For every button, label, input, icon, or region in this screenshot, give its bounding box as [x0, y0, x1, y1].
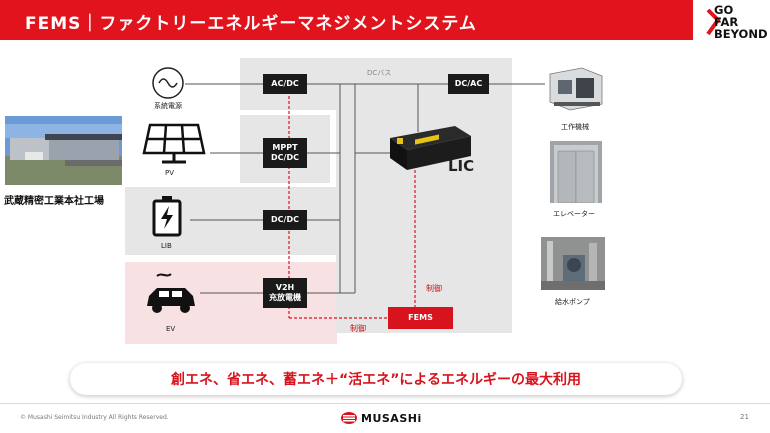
- control-label-vertical: 制御: [426, 284, 442, 293]
- logo-line-3: BEYOND: [714, 27, 768, 41]
- elevator-photo: [550, 141, 602, 203]
- go-far-beyond-logo: GO FAR BEYOND: [704, 3, 768, 44]
- header-bar: FEMS｜ファクトリーエネルギーマネジメントシステム: [0, 0, 693, 40]
- dc-bus-top-strip: [330, 58, 340, 110]
- dc-bus-area: [336, 58, 512, 333]
- converter-ac-dc: AC/DC: [263, 74, 307, 94]
- musashi-logo: MUSASHi: [340, 409, 422, 427]
- musashi-emblem-icon: [341, 412, 357, 424]
- page-number: 21: [740, 413, 749, 421]
- source-label-lib: LIB: [161, 242, 172, 250]
- footer-divider: [0, 403, 770, 404]
- solar-panel-icon: [142, 123, 206, 164]
- electric-car-icon: [147, 273, 195, 313]
- converter-mppt-dc-dc: MPPT DC/DC: [263, 138, 307, 168]
- converter-dc-ac: DC/AC: [448, 74, 489, 94]
- converter-v2h: V2H 充放電機: [263, 278, 307, 308]
- converter-dc-dc: DC/DC: [263, 210, 307, 230]
- logo-swoosh-icon: [706, 8, 721, 36]
- load-label-water-pump: 給水ポンプ: [555, 298, 590, 306]
- lic-label: LIC: [448, 157, 475, 175]
- load-label-elevator: エレベーター: [553, 210, 595, 218]
- summary-banner: 創エネ、省エネ、蓄エネ＋“活エネ”によるエネルギーの最大利用: [70, 363, 682, 395]
- water-pump-photo: [541, 237, 605, 290]
- logo-line-2: FAR: [714, 15, 739, 29]
- lic-module-icon: [390, 126, 471, 170]
- control-label-horizontal: 制御: [350, 324, 366, 333]
- factory-label: 武蔵精密工業本社工場: [4, 196, 104, 207]
- page-title: FEMS｜ファクトリーエネルギーマネジメントシステム: [25, 14, 477, 34]
- battery-icon: [152, 196, 182, 237]
- factory-photo: [5, 116, 122, 185]
- sine-wave-icon: [152, 67, 184, 99]
- machine-tool-photo: [546, 62, 606, 114]
- logo-line-1: GO: [714, 3, 734, 17]
- summary-banner-text: 創エネ、省エネ、蓄エネ＋“活エネ”によるエネルギーの最大利用: [171, 372, 581, 388]
- dc-bus-label: DCバス: [367, 69, 392, 77]
- source-label-ev: EV: [166, 325, 176, 333]
- load-label-machine-tool: 工作機械: [561, 123, 589, 131]
- source-label-pv: PV: [165, 169, 175, 177]
- fems-controller: FEMS: [388, 307, 453, 329]
- musashi-wordmark: MUSASHi: [361, 411, 422, 425]
- copyright-text: © Musashi Seimitsu Industry All Rights R…: [20, 414, 169, 421]
- source-label-grid: 系統電源: [154, 102, 182, 110]
